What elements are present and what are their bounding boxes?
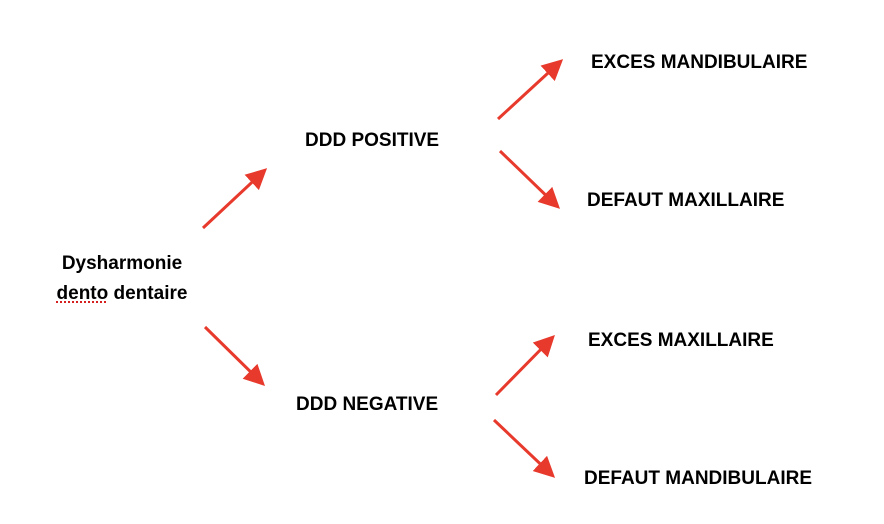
node-ddd-positive: DDD POSITIVE bbox=[305, 130, 440, 151]
root-line-2: dento dentaire bbox=[44, 279, 200, 309]
root-word-dentaire: dentaire bbox=[113, 283, 188, 304]
arrow-positive-to-exces-mandibulaire bbox=[496, 59, 564, 121]
arrow-root-to-negative bbox=[203, 325, 265, 386]
node-defaut-maxillaire: DEFAUT MAXILLAIRE bbox=[587, 190, 785, 211]
root-node: Dysharmonie dento dentaire bbox=[44, 249, 200, 309]
node-ddd-negative: DDD NEGATIVE bbox=[296, 394, 439, 415]
arrow-positive-to-defaut-maxillaire bbox=[498, 149, 561, 209]
node-exces-maxillaire: EXCES MAXILLAIRE bbox=[588, 330, 774, 351]
node-defaut-mandibulaire: DEFAUT MANDIBULAIRE bbox=[584, 468, 812, 489]
root-line-1: Dysharmonie bbox=[61, 253, 183, 274]
arrow-negative-to-defaut-mandibulaire bbox=[492, 418, 556, 478]
root-word-dento: dento bbox=[56, 283, 109, 304]
arrow-root-to-positive bbox=[201, 168, 268, 230]
arrow-negative-to-exces-maxillaire bbox=[494, 335, 555, 397]
node-exces-mandibulaire: EXCES MANDIBULAIRE bbox=[591, 52, 808, 73]
